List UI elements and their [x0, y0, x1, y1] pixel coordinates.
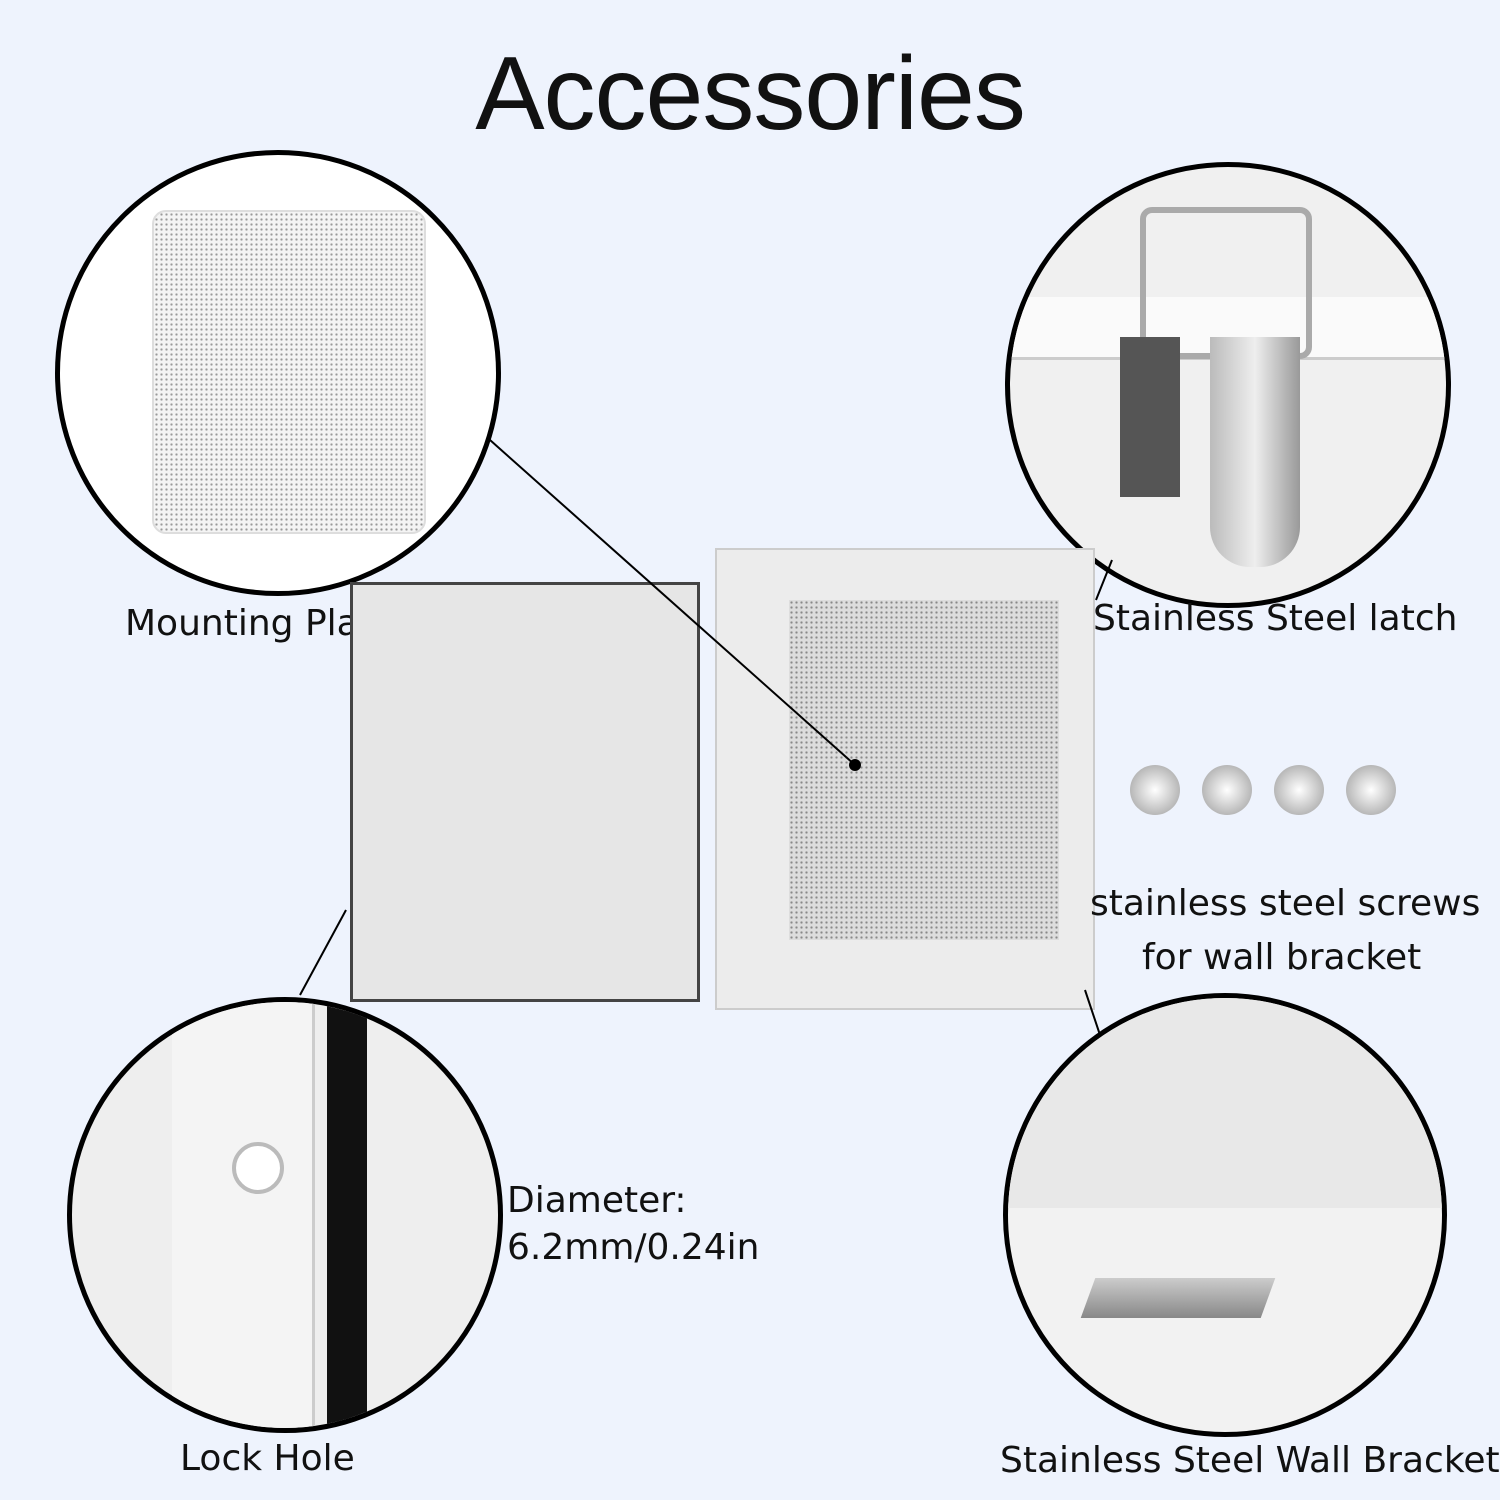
screws-label-line1: stainless steel screws	[1090, 883, 1481, 924]
mounting-plate-label: Mounting Plate	[125, 603, 395, 644]
latch-label: Stainless Steel latch	[1093, 598, 1458, 639]
wall-bracket-detail	[1003, 993, 1447, 1437]
screws-label-line2: for wall bracket	[1142, 937, 1422, 978]
page-title: Accessories	[475, 36, 1026, 152]
enclosure-door	[350, 582, 700, 1002]
diameter-label-line2: 6.2mm/0.24in	[507, 1227, 760, 1268]
diameter-label-line1: Diameter:	[507, 1180, 687, 1221]
lock-hole-detail	[67, 997, 503, 1433]
screws-image	[1130, 765, 1396, 855]
lock-hole	[232, 1142, 284, 1194]
enclosure-box	[715, 548, 1095, 1010]
wall-bracket-label: Stainless Steel Wall Bracket	[1000, 1440, 1500, 1481]
mounting-plate-image	[152, 210, 426, 534]
mounting-plate-detail	[55, 150, 501, 596]
latch-detail	[1005, 162, 1451, 608]
enclosure-mounting-plate	[789, 600, 1059, 940]
lock-hole-label: Lock Hole	[180, 1438, 355, 1479]
